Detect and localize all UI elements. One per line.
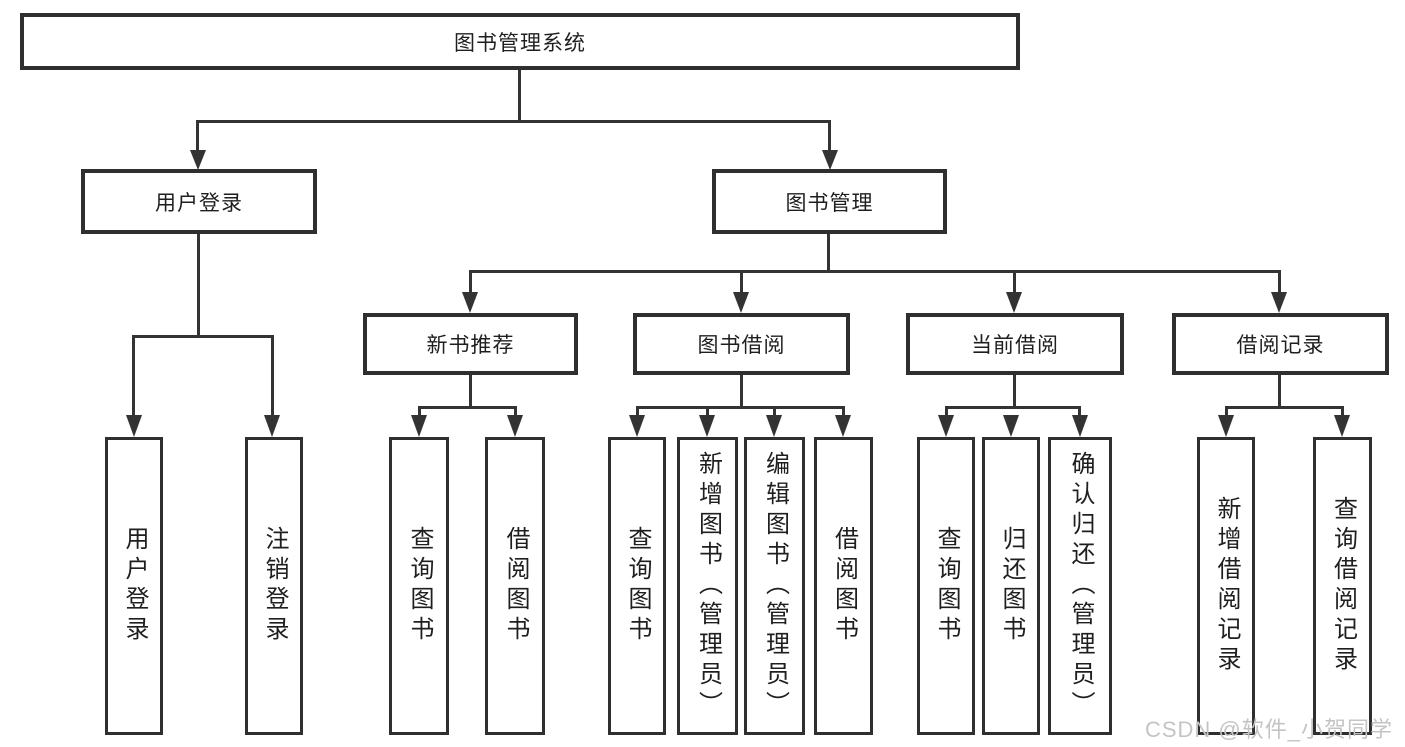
leaf-label: 借阅图书 (830, 526, 858, 646)
arrowhead-down-icon (835, 415, 851, 437)
arrowhead-down-icon (1271, 292, 1287, 313)
leaf-logout: 注销登录 (245, 437, 303, 735)
connector-line (842, 406, 845, 417)
connector-line (197, 234, 200, 338)
leaf-label: 新增借阅记录 (1213, 496, 1240, 676)
leaf-user-login: 用户登录 (105, 437, 163, 735)
leaf-label: 查询图书 (406, 526, 433, 646)
connector-line (945, 406, 1081, 409)
leaf-label: 查询借阅记录 (1329, 496, 1357, 676)
arrowhead-down-icon (462, 292, 478, 313)
leaf-label: 用户登录 (121, 526, 148, 646)
connector-line (518, 70, 521, 121)
node-label: 当前借阅 (971, 334, 1059, 357)
leaf-label: 注销登录 (261, 526, 288, 646)
connector-line (469, 270, 472, 294)
leaf-borrow-books-recommend: 借阅图书 (485, 437, 545, 735)
leaf-return-books: 归还图书 (982, 437, 1040, 735)
leaf-label: 新增图书（管理员） (694, 451, 722, 721)
connector-line (706, 406, 709, 417)
connector-line (418, 406, 516, 409)
connector-line (469, 375, 472, 408)
node-label: 图书借阅 (697, 334, 786, 357)
node-label: 用户登录 (155, 191, 243, 215)
connector-line (1013, 270, 1016, 294)
leaf-query-books-recommend: 查询图书 (389, 437, 449, 735)
node-book-borrowing: 图书借阅 (633, 313, 850, 375)
arrowhead-down-icon (1218, 415, 1234, 437)
connector-line (1225, 406, 1343, 409)
leaf-query-books-borrowing: 查询图书 (608, 437, 666, 735)
leaf-edit-book-admin: 编辑图书（管理员） (744, 437, 805, 735)
arrowhead-down-icon (264, 415, 280, 437)
leaf-label: 查询图书 (933, 526, 960, 646)
leaf-label: 归还图书 (998, 526, 1025, 646)
leaf-confirm-return-admin: 确认归还（管理员） (1048, 437, 1112, 735)
node-label: 图书管理系统 (454, 31, 586, 55)
leaf-query-borrow-record: 查询借阅记录 (1313, 437, 1372, 735)
connector-line (132, 335, 135, 417)
leaf-label: 编辑图书（管理员） (761, 451, 789, 721)
arrowhead-down-icon (699, 415, 715, 437)
arrowhead-down-icon (1006, 292, 1022, 313)
node-current-borrowing: 当前借阅 (906, 313, 1124, 375)
connector-line (469, 270, 1281, 273)
connector-line (827, 234, 830, 272)
connector-line (1078, 406, 1081, 417)
leaf-label: 查询图书 (624, 526, 651, 646)
connector-line (945, 406, 948, 417)
watermark-text: CSDN @软件_小贺同学 (1144, 717, 1393, 742)
node-book-management: 图书管理 (712, 169, 947, 234)
connector-line (132, 335, 274, 338)
arrowhead-down-icon (126, 415, 142, 437)
arrowhead-down-icon (1003, 415, 1019, 437)
arrowhead-down-icon (766, 415, 782, 437)
arrowhead-down-icon (1072, 415, 1088, 437)
connector-line (197, 120, 831, 123)
leaf-label: 确认归还（管理员） (1067, 451, 1094, 721)
connector-line (740, 270, 743, 294)
arrowhead-down-icon (938, 415, 954, 437)
connector-line (740, 375, 743, 408)
leaf-add-book-admin: 新增图书（管理员） (677, 437, 738, 735)
node-borrowing-records: 借阅记录 (1172, 313, 1389, 375)
arrowhead-down-icon (411, 415, 427, 437)
connector-line (1278, 270, 1281, 294)
leaf-query-books-current: 查询图书 (917, 437, 975, 735)
node-library-management-system: 图书管理系统 (20, 13, 1020, 70)
arrowhead-down-icon (190, 150, 206, 170)
node-new-book-recommendation: 新书推荐 (363, 313, 578, 375)
arrowhead-down-icon (822, 150, 838, 170)
leaf-add-borrow-record: 新增借阅记录 (1197, 437, 1255, 735)
node-label: 图书管理 (785, 191, 874, 215)
arrowhead-down-icon (629, 415, 645, 437)
connector-line (418, 406, 421, 417)
node-label: 借阅记录 (1236, 334, 1325, 357)
node-user-login: 用户登录 (81, 169, 317, 234)
leaf-borrow-books-borrowing: 借阅图书 (814, 437, 873, 735)
connector-line (1278, 375, 1281, 408)
node-label: 新书推荐 (426, 334, 515, 357)
connector-line (271, 335, 274, 417)
connector-line (1013, 375, 1016, 408)
connector-line (636, 406, 845, 409)
arrowhead-down-icon (1334, 415, 1350, 437)
arrowhead-down-icon (733, 292, 749, 313)
connector-line (1341, 406, 1344, 417)
arrowhead-down-icon (507, 415, 523, 437)
connector-line (828, 120, 831, 152)
connector-line (514, 406, 517, 417)
connector-line (196, 120, 199, 152)
connector-line (773, 406, 776, 417)
leaf-label: 借阅图书 (502, 526, 529, 646)
connector-line (1225, 406, 1228, 417)
connector-line (636, 406, 639, 417)
